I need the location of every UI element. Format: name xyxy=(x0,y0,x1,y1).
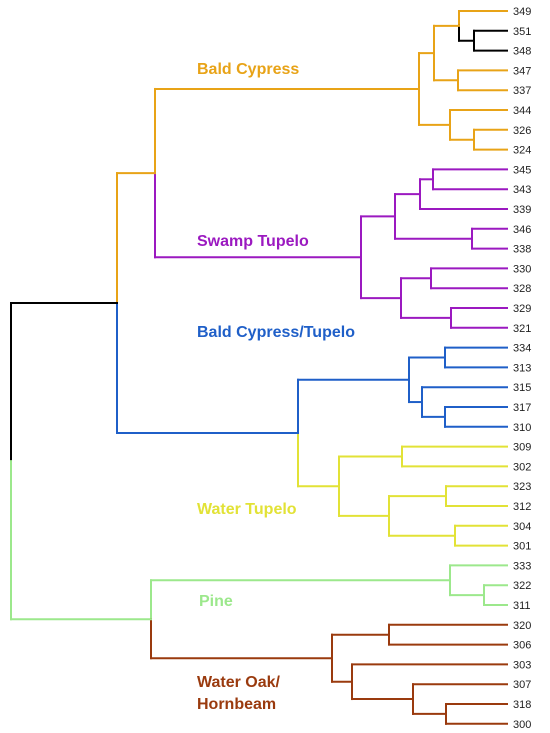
leaf-label: 320 xyxy=(513,620,531,632)
group-label-water-tupelo: Water Tupelo xyxy=(197,501,297,518)
leaf-label: 330 xyxy=(513,263,531,275)
leaf-label: 338 xyxy=(513,244,531,256)
leaf-labels: 349 351 348 347 337 344 326 324 345 343 339 346 338 3… xyxy=(513,6,531,731)
leaf-label: 333 xyxy=(513,560,531,572)
leaf-label: 322 xyxy=(513,580,531,592)
leaf-label: 344 xyxy=(513,105,531,117)
leaf-label: 348 xyxy=(513,46,531,58)
leaf-label: 300 xyxy=(513,719,531,731)
leaf-label: 347 xyxy=(513,65,531,77)
leaf-label: 311 xyxy=(513,600,531,612)
leaf-label: 345 xyxy=(513,164,531,176)
leaf-label: 315 xyxy=(513,382,531,394)
group-label-water-oak: Water Oak/Hornbeam xyxy=(197,674,281,713)
leaf-label: 312 xyxy=(513,501,531,513)
group-label-swamp-tupelo: Swamp Tupelo xyxy=(197,233,309,250)
leaf-label: 321 xyxy=(513,323,531,335)
leaf-label: 317 xyxy=(513,402,531,414)
leaf-label: 326 xyxy=(513,125,531,137)
leaf-label: 301 xyxy=(513,541,531,553)
leaf-label: 310 xyxy=(513,422,531,434)
leaf-label: 328 xyxy=(513,283,531,295)
leaf-label: 307 xyxy=(513,679,531,691)
leaf-label: 303 xyxy=(513,659,531,671)
leaf-label: 343 xyxy=(513,184,531,196)
group-label-pine: Pine xyxy=(199,593,233,610)
dendrogram-branches xyxy=(10,10,508,725)
leaf-label: 313 xyxy=(513,362,531,374)
leaf-label: 351 xyxy=(513,26,531,38)
leaf-label: 302 xyxy=(513,461,531,473)
leaf-label: 304 xyxy=(513,521,531,533)
leaf-label: 349 xyxy=(513,6,531,18)
leaf-label: 318 xyxy=(513,699,531,711)
leaf-label: 337 xyxy=(513,85,531,97)
leaf-label: 329 xyxy=(513,303,531,315)
group-label-bald-cypress-tupelo: Bald Cypress/Tupelo xyxy=(197,324,355,341)
leaf-label: 346 xyxy=(513,224,531,236)
group-label-bald-cypress: Bald Cypress xyxy=(197,61,299,78)
leaf-label: 339 xyxy=(513,204,531,216)
leaf-label: 306 xyxy=(513,640,531,652)
leaf-label: 323 xyxy=(513,481,531,493)
leaf-label: 334 xyxy=(513,343,531,355)
leaf-label: 324 xyxy=(513,145,531,157)
leaf-label: 309 xyxy=(513,442,531,454)
